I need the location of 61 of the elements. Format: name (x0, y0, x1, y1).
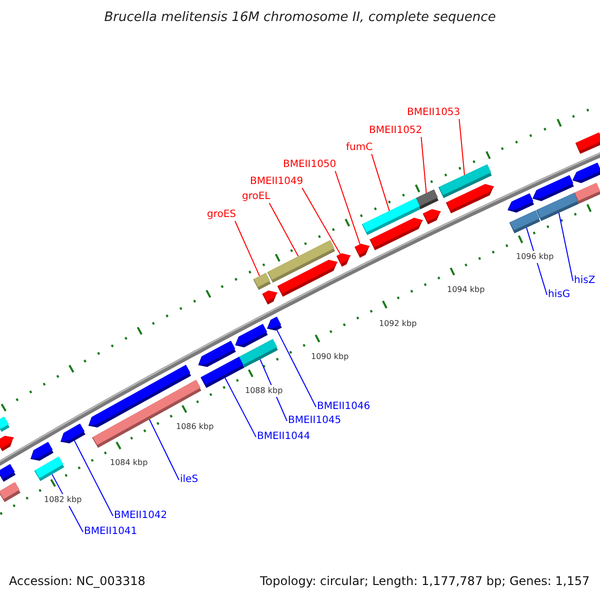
gene-bar (277, 260, 338, 297)
scale-label: 1088 kbp (245, 385, 283, 397)
gene-bar (354, 244, 370, 258)
title: Brucella melitensis 16M chromosome II, complete sequence (103, 12, 497, 24)
gene-bar (574, 182, 600, 204)
gene-label: hisZ (574, 275, 596, 287)
gene-bar (198, 340, 236, 367)
gene-bar (30, 442, 54, 461)
gene-bar (0, 436, 14, 452)
gene-label: hisG (548, 289, 570, 301)
gene-bar (370, 218, 424, 250)
gene-bar (262, 290, 278, 304)
gene-label: groEL (242, 191, 270, 203)
leader-line (371, 154, 390, 212)
gene-bar (0, 464, 16, 482)
footer-text: Topology: circular; Length: 1,177,787 bp; Genes: 1,157 (260, 575, 590, 587)
scale-label: 1096 kbp (516, 251, 554, 263)
leader-line (74, 440, 114, 516)
scale-label: 1092 kbp (379, 318, 417, 330)
gene-label: BMEII1049 (250, 176, 304, 188)
gene-bar (336, 253, 351, 267)
leader-line (224, 377, 256, 438)
scale-label: 1094 kbp (447, 284, 485, 296)
leader-line (302, 188, 341, 255)
scale-label: 1090 kbp (311, 351, 349, 363)
gene-bar (235, 324, 268, 348)
leader-line (276, 330, 316, 408)
gene-label: BMEII1045 (288, 415, 342, 427)
gene-label: BMEII1053 (407, 107, 460, 119)
gene-label: BMEII1046 (317, 401, 370, 413)
gene-bar (253, 272, 271, 290)
gene-bar (34, 456, 64, 482)
gene-bar (446, 184, 494, 214)
gene-label: BMEII1042 (114, 510, 168, 522)
gene-bar (572, 162, 600, 184)
scale-label: 1086 kbp (176, 421, 214, 433)
leader-line (420, 136, 427, 194)
gene-bar (509, 210, 540, 234)
gene-bar (60, 424, 86, 444)
gene-label: BMEII1041 (84, 526, 138, 538)
gene-bar (267, 316, 282, 331)
gene-bar (0, 416, 10, 432)
leader-line (268, 202, 299, 257)
footer-text: Accession: NC_003318 (9, 575, 146, 587)
gene-bar (422, 209, 442, 224)
gene-bar (532, 175, 574, 202)
leader-line (458, 118, 465, 176)
gene-bar (0, 482, 20, 502)
leader-line (334, 170, 360, 245)
leader-line (558, 212, 574, 282)
leader-line (148, 418, 180, 480)
gene-bar (508, 193, 534, 213)
gene-bar (575, 132, 600, 154)
gene-label: ileS (180, 474, 198, 486)
scale-label: 1082 kbp (44, 494, 82, 506)
gene-label: BMEII1044 (257, 431, 310, 443)
gene-label: groES (207, 209, 236, 221)
gene-label: BMEII1052 (369, 125, 422, 137)
scale-label: 1084 kbp (110, 457, 148, 469)
gene-label: BMEII1050 (283, 159, 336, 171)
gene-label: fumC (346, 142, 373, 154)
